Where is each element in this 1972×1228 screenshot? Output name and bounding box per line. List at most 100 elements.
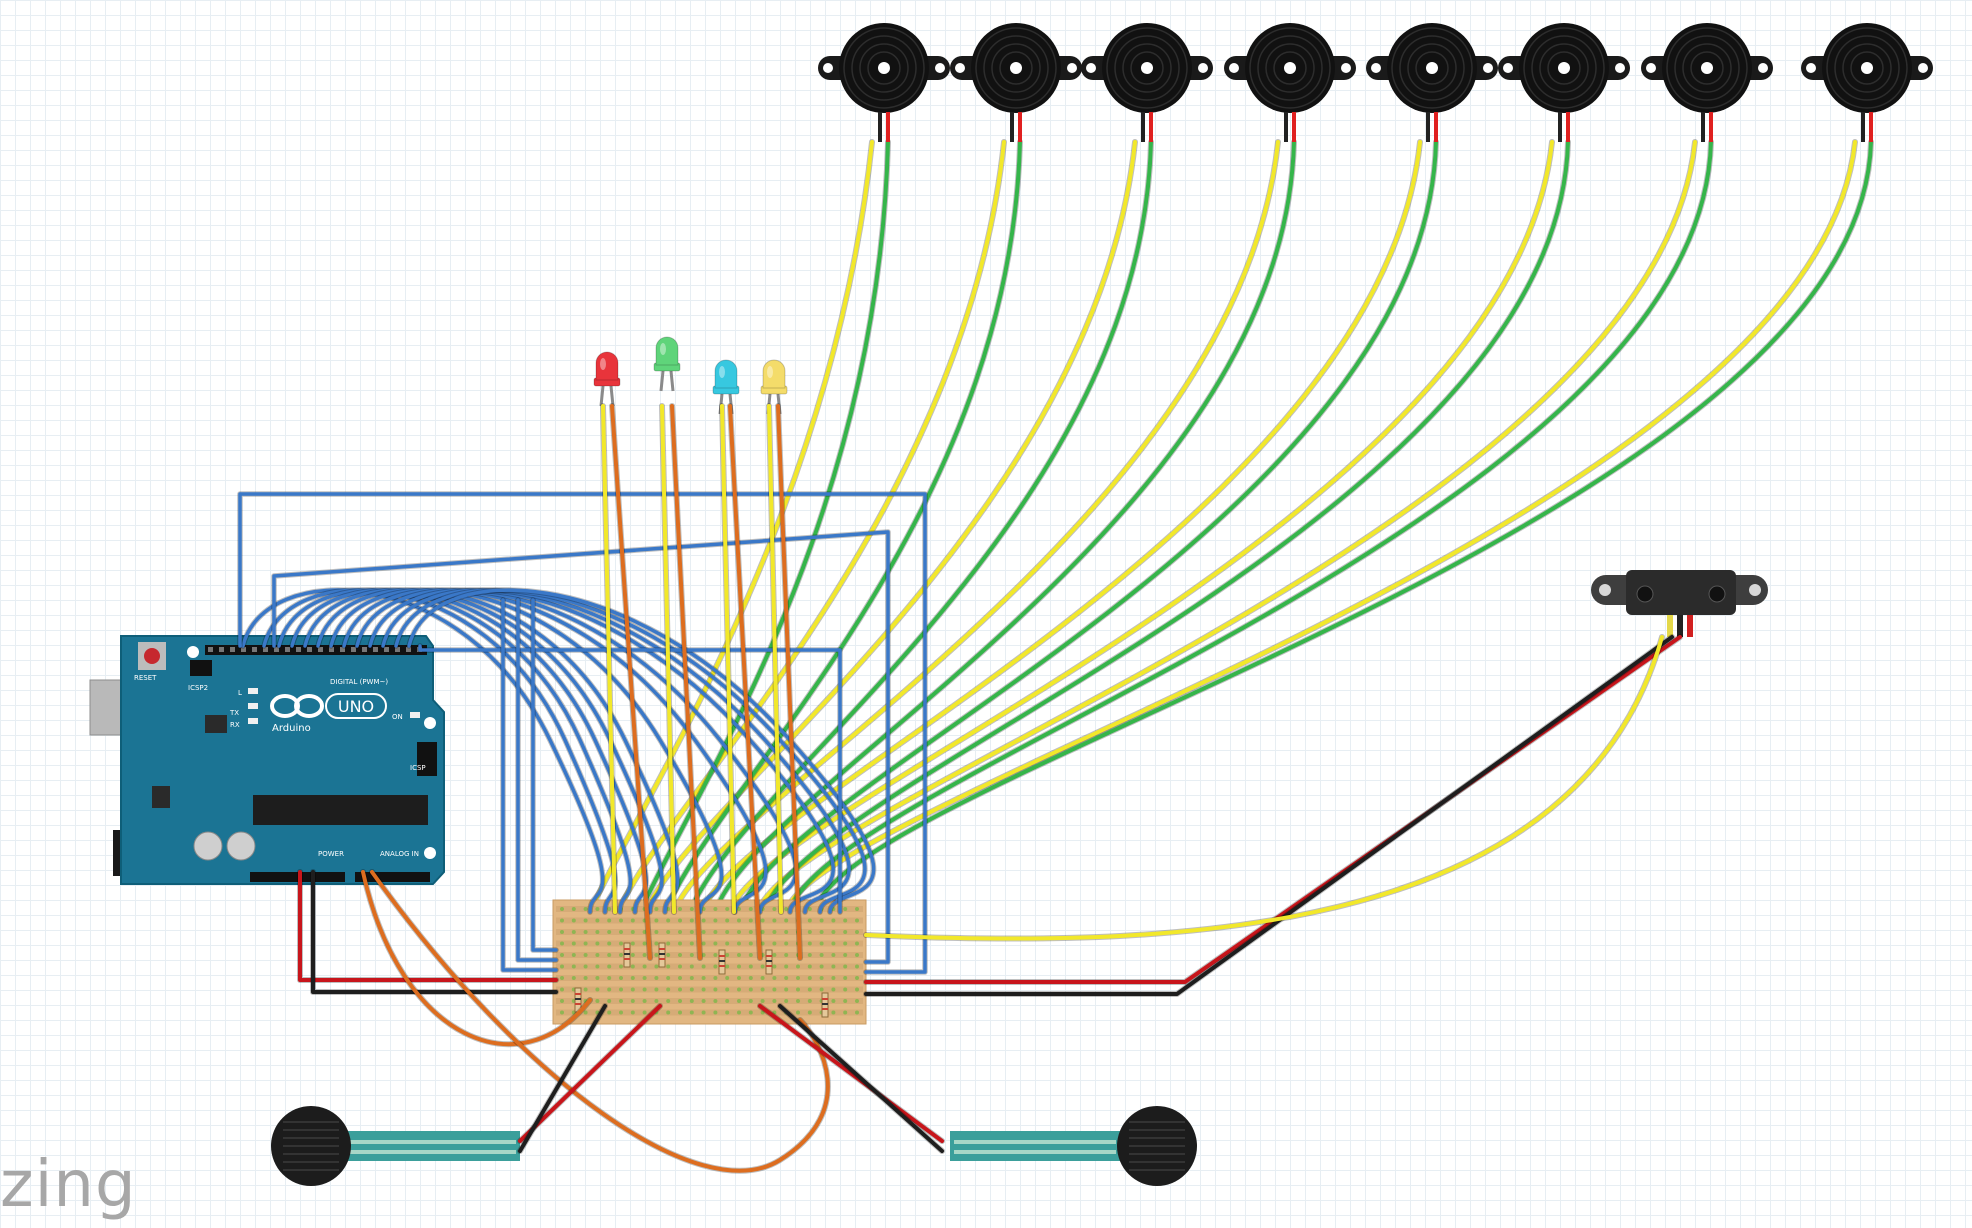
on-led [410, 712, 420, 718]
resistor-band [624, 953, 630, 955]
led-red-leg-c [609, 385, 615, 407]
tx-label: TX [229, 709, 239, 717]
led-yellow-dome [762, 359, 786, 389]
buzzer-1-hole-left [823, 63, 833, 73]
strip-hole [737, 999, 741, 1003]
strip-hole [642, 930, 647, 934]
wire-green-buzzer-4 [713, 140, 1296, 914]
resistor-band [766, 955, 772, 957]
buzzer-7-ring [1690, 51, 1724, 85]
ir-receiver [1708, 585, 1726, 603]
strip-hole [760, 1010, 765, 1015]
wire-blue-5 [303, 588, 664, 914]
strip-hole [713, 976, 718, 980]
strip-hole [666, 976, 671, 980]
strip-hole [642, 999, 647, 1003]
strip-hole [725, 953, 730, 957]
buzzer-6-ring [1523, 27, 1605, 109]
wire-led-anode-2 [660, 404, 676, 914]
buzzer-6-ring [1539, 43, 1589, 93]
resistor-band [659, 958, 665, 960]
strip-hole [642, 1010, 647, 1015]
strip-hole [713, 907, 718, 911]
ir-body [1626, 570, 1736, 615]
strip-hole [855, 953, 859, 957]
wire-led-cathode-1 [610, 404, 652, 960]
resistor-band [719, 965, 725, 967]
strip-hole [725, 964, 730, 969]
strip-hole [678, 930, 682, 934]
strip-hole [689, 941, 694, 946]
strip-hole [843, 941, 848, 946]
strip-hole [760, 941, 765, 946]
strip-hole [843, 907, 848, 911]
strip-hole [843, 999, 848, 1003]
strip-hole [678, 999, 682, 1003]
copper-strip [556, 917, 863, 924]
force-sensor-right-trace [954, 1140, 1116, 1144]
buzzer-8-ring [1826, 27, 1908, 109]
ir-pin-gnd [1677, 615, 1683, 637]
strip-hole [595, 907, 600, 911]
buzzer-3-ring [1114, 35, 1180, 101]
wire-yellow-buzzer-2 [616, 140, 1006, 914]
led-red-glint [600, 358, 606, 370]
strip-hole [583, 918, 588, 923]
buzzer-7-pin-neg [1701, 112, 1705, 142]
strip-hole [642, 987, 647, 992]
strip-hole [595, 987, 600, 992]
strip-hole [796, 987, 800, 992]
strip-hole [819, 930, 824, 934]
strip-hole [843, 918, 848, 923]
strip-hole [678, 976, 682, 980]
strip-hole [654, 918, 659, 923]
wire-fsr-right-black [778, 1004, 944, 1153]
strip-hole [607, 941, 612, 946]
buzzer-1-hole-right [935, 63, 945, 73]
strip-hole [855, 987, 859, 992]
strip-hole [619, 918, 623, 923]
strip-hole [642, 953, 647, 957]
strip-hole [595, 964, 600, 969]
strip-hole [843, 953, 848, 957]
resistor-band [766, 960, 772, 962]
buzzer-6-center [1558, 62, 1570, 74]
strip-hole [855, 964, 859, 969]
strip-hole [701, 987, 706, 992]
buzzer-3-ring [1106, 27, 1188, 109]
digital-label: DIGITAL (PWM~) [330, 678, 388, 686]
strip-hole [619, 930, 623, 934]
strip-hole [831, 987, 836, 992]
buzzer-4 [1224, 23, 1356, 142]
force-sensor-right-tail [950, 1131, 1120, 1161]
buzzer-6-pin-pos [1566, 112, 1570, 142]
strip-hole [630, 953, 635, 957]
strip-hole [678, 918, 682, 923]
strip-hole [819, 987, 824, 992]
strip-hole [807, 964, 812, 969]
icsp2-header [190, 660, 212, 676]
strip-hole [725, 999, 730, 1003]
strip-hole [713, 941, 718, 946]
on-label: ON [392, 713, 403, 721]
strip-hole [689, 976, 694, 980]
digital-header [205, 645, 427, 655]
led-red-leg-a [599, 385, 605, 407]
strip-hole [678, 953, 682, 957]
strip-hole [678, 907, 682, 911]
strip-hole [560, 953, 564, 957]
wire-yellow-buzzer-1 [588, 140, 874, 914]
header-pin [296, 647, 301, 652]
header-pin [395, 647, 400, 652]
strip-hole [666, 918, 671, 923]
strip-hole [630, 930, 635, 934]
strip-hole [807, 953, 812, 957]
force-sensor-left-trace [349, 1140, 516, 1144]
header-pin [241, 647, 246, 652]
buzzer-6-hole-right [1615, 63, 1625, 73]
strip-hole [583, 930, 588, 934]
wire-fsr-left-black [518, 1004, 607, 1153]
header-pin [274, 647, 279, 652]
header-pin [263, 647, 268, 652]
